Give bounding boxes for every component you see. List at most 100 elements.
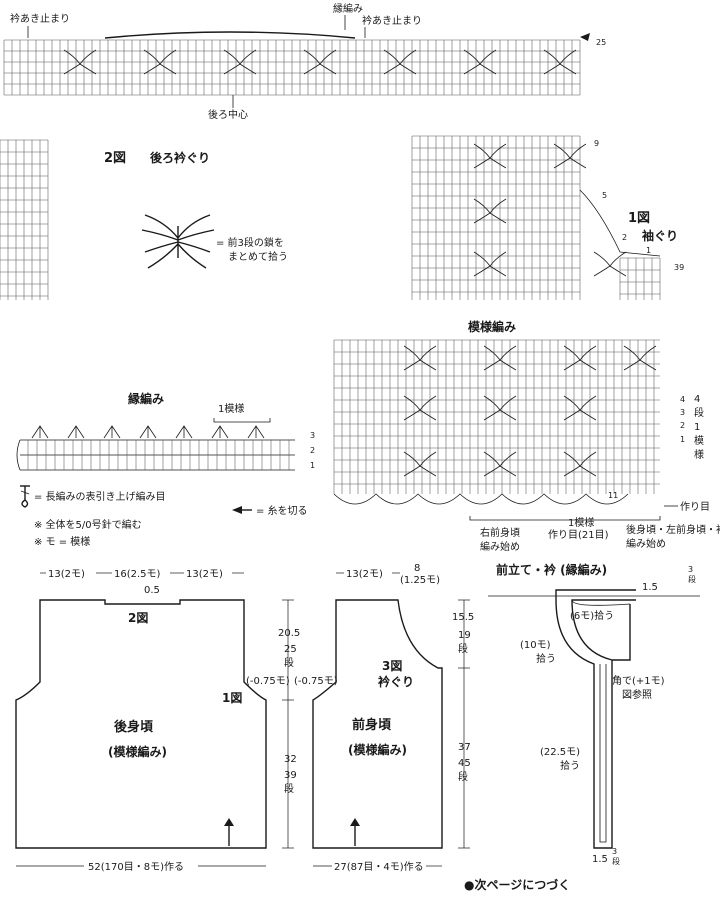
- back-center-label: 後ろ中心: [208, 108, 248, 121]
- front-band-title: 前立て・衿 (縁編み): [496, 562, 607, 577]
- edging-one-pattern: 1模様: [218, 402, 244, 415]
- edging-chart: 縁編み 1模様 3 2 1: [16, 391, 315, 471]
- one-pattern-bracket: [469, 516, 661, 521]
- back-dim-bottom-rows-b: 段: [284, 782, 294, 795]
- band-dim-top-rows-unit: 段: [688, 574, 696, 584]
- band-dim-bottom-rows: 3: [612, 847, 617, 856]
- back-start-1: 後身頃・左前身頃・袖: [626, 523, 720, 536]
- rep-label-a: 段: [694, 406, 704, 419]
- front-dim-top-h: 15.5: [452, 612, 474, 623]
- front-body-subtitle: (模様編み): [348, 742, 407, 757]
- row-9-label: 9: [594, 139, 599, 148]
- band-dim-top: 1.5: [642, 582, 658, 593]
- fig2-subtitle: 後ろ衿ぐり: [150, 150, 210, 165]
- back-body-outline: [15, 599, 267, 849]
- one-pattern-label: 1模様: [568, 516, 594, 529]
- continue-next-page: ●次ページにつづく: [464, 877, 570, 892]
- row-1-label: 1: [646, 246, 651, 255]
- neck-stop-left-label: 衿あき止まり: [10, 12, 70, 25]
- front-dim-bottom-rows-a: 45: [458, 758, 471, 769]
- back-dim-mid: 16(2.5モ): [114, 569, 161, 580]
- fig1-subtitle: 袖ぐり: [642, 228, 678, 243]
- pat-row-4: 4: [680, 395, 685, 404]
- band-pick-10-b: 拾う: [536, 652, 556, 665]
- right-front-start-1: 右前身頃: [480, 526, 520, 539]
- front-dim-dec: (-0.75モ): [294, 676, 338, 687]
- rep-label-top: 4: [694, 394, 700, 405]
- cluster-legend-text-1: = 前3段の鎖を: [216, 236, 284, 249]
- band-inner-outline: [612, 604, 631, 661]
- edging-row-1: 1: [310, 461, 315, 470]
- back-dim-left: 13(2モ): [48, 569, 85, 580]
- row-25-marker-icon: [580, 33, 590, 41]
- cut-yarn-label: = 糸を切る: [256, 505, 308, 517]
- edging-one-pattern-bracket: [213, 418, 271, 423]
- edging-row-3: 3: [310, 431, 315, 440]
- back-dim-dec: (-0.75モ): [246, 676, 290, 687]
- pat-row-3: 3: [680, 408, 685, 417]
- back-dim-top-rows-a: 25: [284, 644, 297, 655]
- band-dim-top-rows: 3: [688, 565, 693, 574]
- back-dim-bottom-rows-a: 39: [284, 770, 297, 781]
- back-dim-right: 13(2モ): [186, 569, 223, 580]
- row-2-label: 2: [622, 233, 627, 242]
- note-mo: ※ モ = 模様: [34, 535, 90, 548]
- back-body-subtitle: (模様編み): [108, 744, 167, 759]
- edging-label-top: 縁編み: [333, 2, 363, 15]
- front-dim-top-rows-b: 段: [458, 642, 468, 655]
- cluster-legend: = 前3段の鎖を まとめて拾う: [141, 214, 288, 269]
- neck-stop-right-label: 衿あき止まり: [362, 14, 422, 27]
- band-corner-2: 図参照: [622, 688, 652, 701]
- armhole-chart: 9 5 2 1 39 1図 袖ぐり: [411, 135, 684, 300]
- back-neckline-chart: 衿あき止まり 縁編み 衿あき止まり 後ろ中心 25: [3, 2, 606, 121]
- right-front-start-2: 編み始め: [480, 540, 520, 553]
- back-body-schematic: 13(2モ) 16(2.5モ) 13(2モ) 0.5 2図 1図 後身頃 (模様…: [15, 569, 300, 873]
- pat-row-11: 11: [608, 491, 618, 500]
- band-pick-225: (22.5モ): [540, 747, 580, 758]
- pat-row-2: 2: [680, 421, 685, 430]
- band-pick-225-b: 拾う: [560, 759, 580, 772]
- edging-chart-title: 縁編み: [128, 391, 164, 406]
- back-dim-neck: 0.5: [144, 585, 160, 596]
- front-knit-direction-arrow-icon: [350, 818, 360, 826]
- front-dim-right: 8: [414, 563, 420, 574]
- row-5-label: 5: [602, 191, 607, 200]
- front-dim-bottom-h: 37: [458, 742, 471, 753]
- fig2-title: 2図: [104, 151, 126, 166]
- cluster-legend-text-2: まとめて拾う: [228, 250, 288, 263]
- foundation-label: 作り目: [680, 501, 710, 513]
- front-dim-top-rows-a: 19: [458, 630, 471, 641]
- cut-yarn-icon: [232, 506, 242, 514]
- front-body-schematic: 13(2モ) 8 (1.25モ) (-0.75モ) 3図 衿ぐり 前身頃 (模様…: [294, 563, 474, 873]
- rep-label-d: 様: [694, 448, 704, 461]
- rep-label-c: 模: [694, 435, 704, 447]
- row-25-label: 25: [596, 38, 606, 47]
- row-39-label: 39: [674, 263, 684, 272]
- note-needle: ※ 全体を5/0号針で編む: [34, 518, 142, 531]
- foundation-count: 作り目(21目): [548, 529, 609, 541]
- post-stitch-symbol-icon: [20, 485, 30, 508]
- front-dim-left: 13(2モ): [346, 569, 383, 580]
- band-inner-curve: [571, 599, 631, 606]
- band-dim-bottom: 1.5: [592, 854, 608, 865]
- symbol-definition: = 長編みの表引き上げ編み目: [34, 490, 166, 503]
- edging-row-2: 2: [310, 446, 315, 455]
- notes-block: = 長編みの表引き上げ編み目 = 糸を切る ※ 全体を5/0号針で編む ※ モ …: [20, 485, 308, 548]
- front-dim-right-sub: (1.25モ): [400, 575, 440, 586]
- band-corner-1: 角で(+1モ): [612, 675, 665, 687]
- pattern-chart-title: 模様編み: [468, 319, 516, 334]
- back-fig2-ref: 2図: [128, 611, 148, 625]
- back-dim-bottom-h: 32: [284, 754, 297, 765]
- back-dim-top-h: 20.5: [278, 628, 300, 639]
- pattern-stitch-chart: 模様編み 4 3 2 1 4 段 1 模 様 11 作り目 1模様 右前身頃 編…: [333, 319, 720, 553]
- front-fig3-sub: 衿ぐり: [378, 674, 414, 689]
- front-body-title: 前身頃: [352, 717, 392, 733]
- band-pick-10: (10モ): [520, 640, 551, 651]
- back-knit-direction-arrow-icon: [224, 818, 234, 826]
- band-dim-bottom-rows-unit: 段: [612, 856, 620, 866]
- front-band-schematic: 前立て・衿 (縁編み) 1.5 3 段 (6モ)拾う (10モ) 拾う 角で(+…: [488, 562, 700, 866]
- front-dim-width: 27(87目・4モ)作る: [334, 861, 424, 873]
- front-body-outline: [312, 599, 443, 849]
